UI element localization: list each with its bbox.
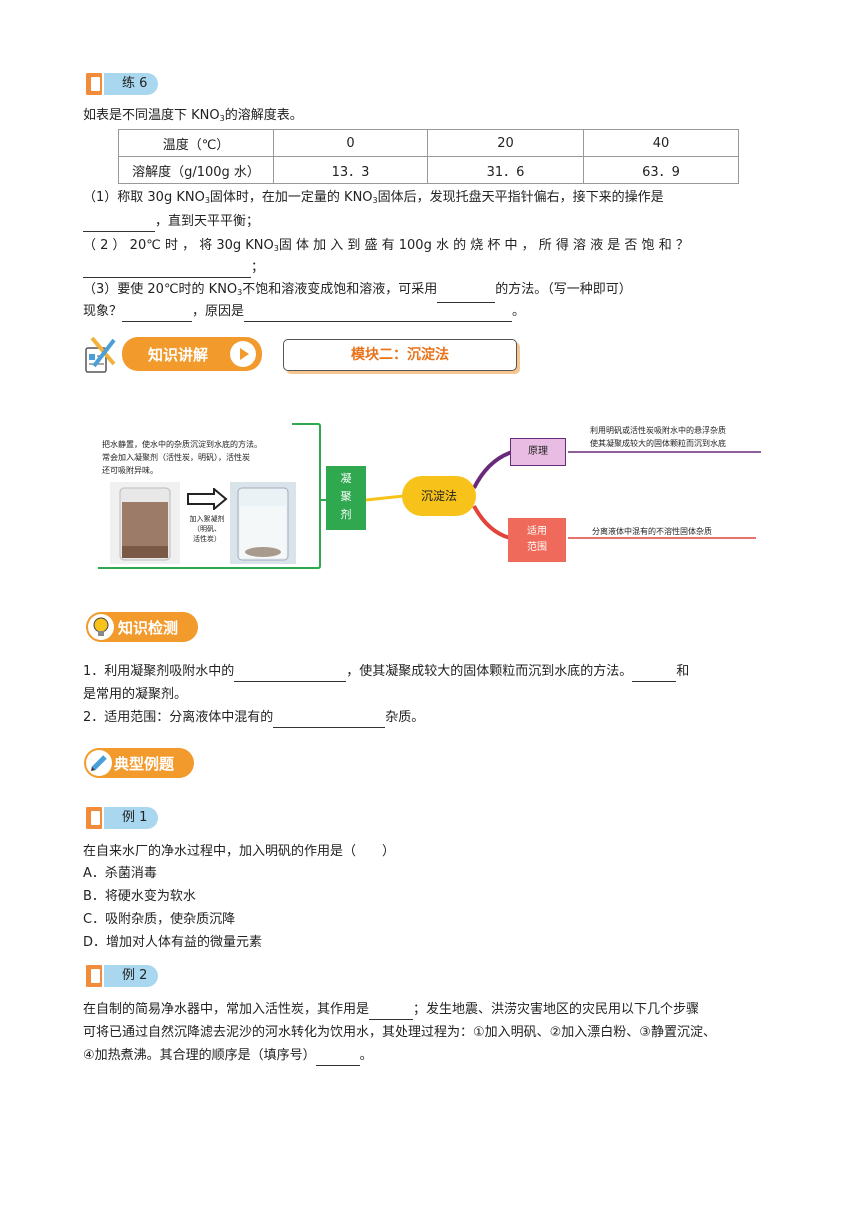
clear-water-beaker-image [230, 482, 296, 564]
example-banner-label: 典型例题 [114, 755, 175, 773]
check-banner-label: 知识检测 [118, 619, 179, 637]
answer-blank[interactable] [83, 263, 251, 278]
option-a[interactable]: A．杀菌消毒 [83, 866, 157, 881]
check-line-3: 2．适用范围：分离液体中混有的杂质。 [83, 708, 424, 728]
check-line-1: 1．利用凝聚剂吸附水中的，使其凝聚成较大的固体颗粒而沉到水底的方法。和 [83, 662, 689, 682]
pencil-icon [86, 750, 112, 776]
table-row: 溶解度（g/100g 水） 13．3 31．6 63．9 [118, 156, 739, 184]
coagulant-node-char: 凝 [340, 472, 352, 485]
principle-node: 原理 [510, 438, 566, 466]
flocculant-label-line: （明矾、 [193, 525, 221, 533]
coagulant-node: 凝 聚 剂 [326, 466, 366, 530]
table-cell: 63．9 [583, 156, 739, 184]
notebook-icon [84, 71, 104, 97]
check-line-2: 是常用的凝聚剂。 [83, 687, 188, 702]
scope-node-line: 适用 [527, 526, 547, 537]
practice-6-intro: 如表是不同温度下 KNO3的溶解度表。 [83, 108, 303, 123]
example-1-question: 在自来水厂的净水过程中，加入明矾的作用是（ ） [83, 844, 396, 859]
answer-blank[interactable] [315, 1051, 360, 1066]
description-line: 常会加入凝聚剂（活性炭，明矾），活性炭 [102, 453, 250, 462]
flocculant-label-line: 活性炭） [193, 535, 221, 543]
option-d[interactable]: D．增加对人体有益的微量元素 [83, 935, 263, 950]
scope-text: 分离液体中混有的不溶性固体杂质 [592, 527, 712, 536]
knowledge-banner-label: 知识讲解 [148, 346, 209, 364]
question-1-line-1: （1）称取 30g KNO3固体时，在加一定量的 KNO3固体后，发现托盘天平指… [83, 190, 664, 205]
example-2-tag: 例 2 [84, 963, 158, 989]
scope-node: 适用 范围 [508, 518, 566, 562]
notebook-icon [84, 963, 104, 989]
question-2-line-1: （ 2 ） 20℃ 时 ， 将 30g KNO3固 体 加 入 到 盛 有 10… [83, 238, 689, 253]
example-1-tag: 例 1 [84, 805, 158, 831]
question-3-line-1: （3）要使 20℃时的 KNO3不饱和溶液变成饱和溶液，可采用的方法。（写一种即… [83, 280, 632, 303]
answer-blank[interactable] [437, 288, 496, 303]
example-2-line-1: 在自制的简易净水器中，常加入活性炭，其作用是；发生地震、洪涝灾害地区的灾民用以下… [83, 1000, 699, 1020]
description-line: 还可吸附异味。 [102, 466, 158, 475]
option-b[interactable]: B．将硬水变为软水 [83, 889, 196, 904]
table-cell: 40 [583, 129, 739, 157]
principle-text: 利用明矾或活性炭吸附水中的悬浮杂质 使其凝聚成较大的固体颗粒而沉到水底 [590, 424, 726, 450]
question-1-line-2: ，直到天平平衡； [83, 212, 259, 232]
center-node: 沉淀法 [402, 476, 476, 516]
practice-6-label: 练 6 [94, 73, 158, 95]
answer-blank[interactable] [244, 307, 513, 322]
example-banner: 典型例题 [84, 748, 194, 778]
table-cell: 温度（℃） [118, 129, 274, 157]
module-title: 模块二：沉淀法 [283, 339, 517, 371]
practice-6-tag: 练 6 [84, 71, 158, 97]
table-cell: 20 [427, 129, 584, 157]
table-row: 温度（℃） 0 20 40 [118, 129, 739, 157]
answer-blank[interactable] [234, 667, 347, 682]
coagulant-node-char: 聚 [340, 490, 352, 503]
example-2-line-3: ④加热煮沸。其合理的顺序是（填序号）。 [83, 1046, 373, 1066]
notebook-icon [84, 805, 104, 831]
table-cell: 13．3 [273, 156, 428, 184]
method-description: 把水静置，使水中的杂质沉淀到水底的方法。 常会加入凝聚剂（活性炭，明矾），活性炭… [102, 438, 262, 477]
question-2-line-2: ； [83, 258, 264, 278]
flocculant-label-line: 加入絮凝剂 [189, 515, 225, 523]
check-banner: 知识检测 [86, 612, 198, 642]
solubility-table: 温度（℃） 0 20 40 溶解度（g/100g 水） 13．3 31．6 63… [118, 129, 739, 184]
principle-text-line: 使其凝聚成较大的固体颗粒而沉到水底 [590, 439, 726, 448]
answer-blank[interactable] [122, 307, 193, 322]
muddy-water-beaker-image [110, 482, 180, 564]
table-cell: 溶解度（g/100g 水） [118, 156, 274, 184]
table-cell: 31．6 [427, 156, 584, 184]
tools-icon [84, 334, 120, 374]
mindmap: 把水静置，使水中的杂质沉淀到水底的方法。 常会加入凝聚剂（活性炭，明矾），活性炭… [96, 420, 776, 580]
play-icon [230, 341, 256, 367]
flocculant-label: 加入絮凝剂 （明矾、 活性炭） [180, 514, 234, 544]
lightbulb-icon [88, 614, 114, 640]
answer-blank[interactable] [369, 1005, 414, 1020]
example-2-line-2: 可将已通过自然沉降滤去泥沙的河水转化为饮用水，其处理过程为：①加入明矾、②加入漂… [83, 1025, 716, 1040]
question-3-line-2: 现象？，原因是。 [83, 302, 525, 322]
arrow-right-icon [186, 486, 228, 514]
answer-blank[interactable] [632, 667, 677, 682]
knowledge-banner: 知识讲解 [122, 337, 262, 371]
principle-text-line: 利用明矾或活性炭吸附水中的悬浮杂质 [590, 426, 726, 435]
coagulant-node-char: 剂 [340, 508, 352, 521]
answer-blank[interactable] [273, 713, 386, 728]
option-c[interactable]: C．吸附杂质，使杂质沉降 [83, 912, 236, 927]
example-1-label: 例 1 [94, 807, 158, 829]
answer-blank[interactable] [83, 217, 155, 232]
scope-node-line: 范围 [527, 542, 547, 553]
description-line: 把水静置，使水中的杂质沉淀到水底的方法。 [102, 440, 262, 449]
table-cell: 0 [273, 129, 428, 157]
example-2-label: 例 2 [94, 965, 158, 987]
